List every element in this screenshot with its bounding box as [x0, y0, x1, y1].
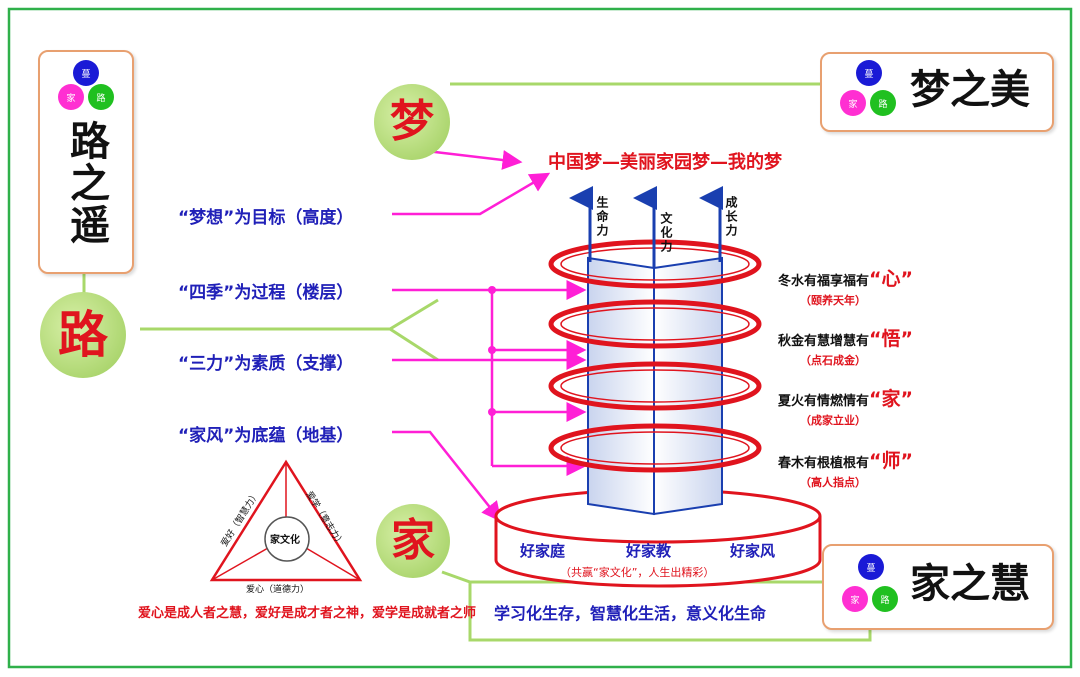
process-label: “四季”为过程（楼层） [178, 278, 353, 303]
season-winter-sub: （颐养天年） [800, 292, 866, 308]
triangle-center: 家文化 [270, 531, 300, 546]
seal-magenta-icon: 家 [840, 90, 866, 116]
home-title: 家之慧 [910, 558, 1030, 610]
base-item-family: 好家庭 [520, 540, 565, 561]
home-box: 蔓 家 路 家之慧 [822, 544, 1054, 630]
goal-label: “梦想”为目标（高度） [178, 203, 353, 228]
season-autumn-sub: （点石成金） [800, 352, 866, 368]
base-item-education: 好家教 [626, 540, 671, 561]
road-box: 蔓 家 路 路之遥 [38, 50, 134, 274]
quality-label: “三力”为素质（支撑） [178, 349, 353, 374]
season-summer: 夏火有情燃情有“家” [778, 384, 913, 411]
seal-magenta-icon: 家 [842, 586, 868, 612]
seal-blue-icon: 蔓 [858, 554, 884, 580]
season-spring: 春木有根植根有“师” [778, 446, 913, 473]
seal-blue-icon: 蔓 [73, 60, 99, 86]
road-circle-label: 路 [40, 292, 126, 378]
seal-green-icon: 路 [870, 90, 896, 116]
road-title: 路之遥 [62, 120, 110, 246]
seal-magenta-icon: 家 [58, 84, 84, 110]
pillar-growth: 成长力 [723, 196, 740, 238]
seal-green-icon: 路 [88, 84, 114, 110]
season-spring-sub: （高人指点） [800, 474, 866, 490]
base-item-tradition: 好家风 [730, 540, 775, 561]
seal-blue-icon: 蔓 [856, 60, 882, 86]
dream-box: 蔓 家 路 梦之美 [820, 52, 1054, 132]
base-subtitle: （共赢“家文化”，人生出精彩） [560, 564, 714, 580]
triangle-bottom: 爱心（道德力） [246, 582, 309, 595]
dream-title: 梦之美 [910, 64, 1030, 116]
seal-green-icon: 路 [872, 586, 898, 612]
road-circle: 路 [40, 292, 126, 378]
life-line: 学习化生存，智慧化生活，意义化生命 [494, 600, 766, 624]
motto: 爱心是成人者之慧，爱好是成才者之神，爱学是成就者之师 [138, 602, 476, 621]
season-autumn: 秋金有慧增慧有“悟” [778, 324, 913, 351]
dream-headline: 中国梦—美丽家园梦—我的梦 [548, 148, 782, 174]
season-summer-sub: （成家立业） [800, 412, 866, 428]
home-circle-label: 家 [376, 504, 450, 578]
season-winter: 冬水有福享福有“心” [778, 264, 913, 291]
pillar-life: 生命力 [594, 196, 611, 238]
dream-circle-label: 梦 [374, 84, 450, 160]
foundation-label: “家风”为底蕴（地基） [178, 421, 353, 446]
dream-circle: 梦 [374, 84, 450, 160]
pillar-culture: 文化力 [658, 212, 675, 254]
tower-prism [588, 258, 722, 514]
home-circle: 家 [376, 504, 450, 578]
